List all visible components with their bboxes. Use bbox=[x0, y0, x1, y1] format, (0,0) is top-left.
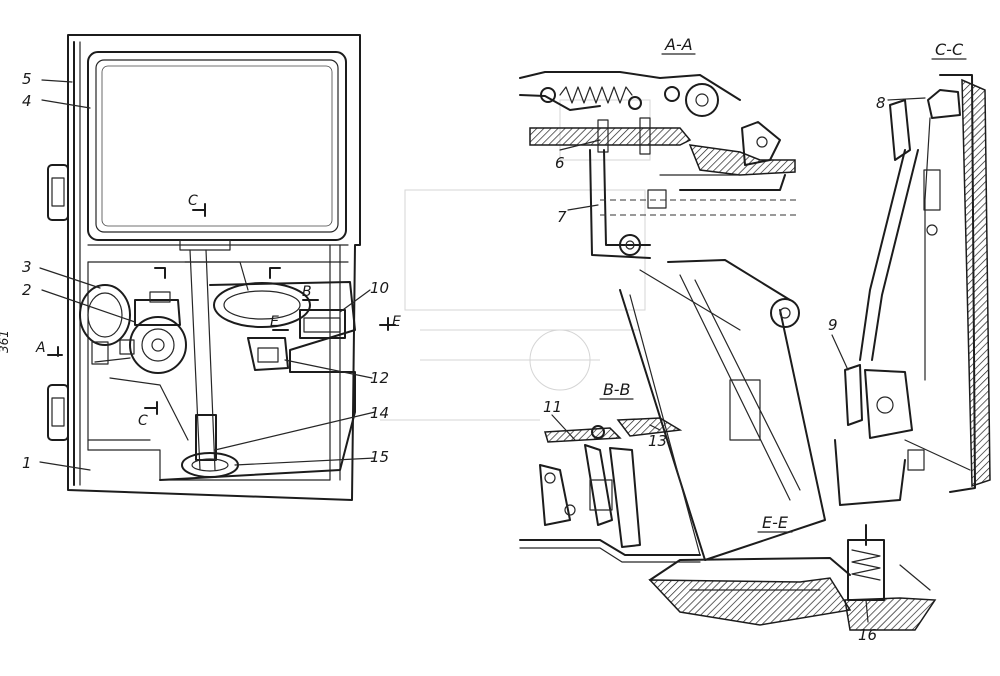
callout-16: 16 bbox=[858, 626, 877, 644]
section-bb-view bbox=[519, 417, 701, 563]
upper-hinge bbox=[47, 164, 69, 221]
cut-mark-e-right: E bbox=[392, 314, 401, 330]
callout-numbers: 5 4 3 2 1 6 7 8 9 10 11 12 13 14 15 16 bbox=[22, 70, 886, 644]
section-title-ee: E-E bbox=[762, 513, 789, 532]
paper-bleed-through bbox=[380, 99, 651, 421]
callout-8: 8 bbox=[876, 94, 886, 112]
section-ee-view bbox=[648, 524, 937, 631]
section-markers bbox=[47, 203, 396, 415]
margin-page-number: 361 bbox=[0, 330, 11, 353]
callout-15: 15 bbox=[370, 448, 389, 466]
callout-3: 3 bbox=[22, 258, 32, 276]
cut-mark-a: A bbox=[35, 340, 46, 356]
section-titles: A-A B-B C-C E-E bbox=[599, 35, 967, 533]
cut-mark-letters: A B C C E E bbox=[35, 193, 401, 429]
callout-7: 7 bbox=[557, 208, 567, 226]
callout-14: 14 bbox=[370, 404, 389, 422]
door-main-view bbox=[47, 34, 396, 501]
section-aa-view bbox=[519, 71, 826, 561]
cut-mark-e-left: E bbox=[270, 314, 279, 330]
cut-mark-c-bottom: C bbox=[138, 413, 148, 429]
window-glass bbox=[87, 51, 347, 241]
callout-10: 10 bbox=[370, 279, 389, 297]
callout-9: 9 bbox=[828, 316, 838, 334]
callout-11: 11 bbox=[543, 398, 562, 416]
section-title-aa: A-A bbox=[664, 35, 693, 54]
callout-2: 2 bbox=[22, 281, 32, 299]
leader-lines bbox=[39, 79, 926, 623]
callout-6: 6 bbox=[555, 154, 565, 172]
section-title-cc: C-C bbox=[935, 40, 964, 59]
cut-mark-b: B bbox=[302, 284, 312, 300]
callout-12: 12 bbox=[370, 369, 389, 387]
section-cc-view bbox=[834, 74, 991, 506]
callout-13: 13 bbox=[648, 432, 667, 450]
section-title-bb: B-B bbox=[603, 380, 630, 399]
window-regulator-gear bbox=[129, 316, 187, 374]
callout-4: 4 bbox=[22, 92, 32, 110]
callout-1: 1 bbox=[22, 454, 32, 472]
cut-mark-c-top: C bbox=[188, 193, 198, 209]
lower-hinge bbox=[47, 384, 69, 441]
callout-5: 5 bbox=[22, 70, 32, 88]
